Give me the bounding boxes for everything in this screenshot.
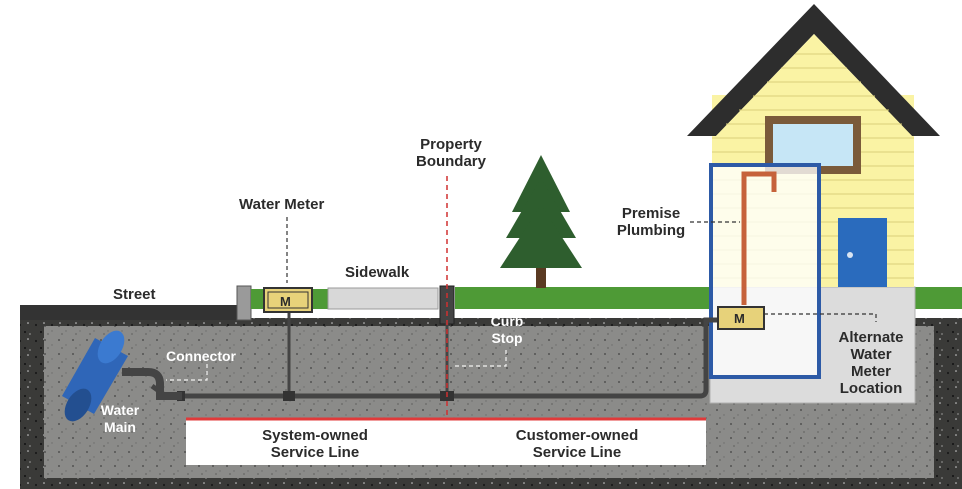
street-surface: [20, 305, 238, 320]
house-door: [838, 218, 887, 287]
curb-stop-label-line2: Stop: [491, 330, 523, 346]
ownership-panel: [186, 418, 706, 465]
premise-plumbing-box: [709, 163, 821, 379]
curb: [236, 285, 252, 321]
alternate-meter-label-line3: Meter: [850, 363, 891, 380]
meter-fitting: [283, 391, 295, 401]
customer-owned-label: Customer-owned Service Line: [462, 427, 692, 461]
window-glass: [773, 124, 853, 166]
alternate-meter-label-line4: Location: [839, 380, 903, 397]
curb-stop-label: Curb Stop: [484, 313, 530, 347]
water-main-pipe: [62, 330, 128, 422]
alternate-meter-label: Alternate Water Meter Location: [830, 329, 912, 397]
water-meter-symbol: M: [280, 294, 291, 309]
house-roof: [687, 4, 940, 136]
sidewalk-label: Sidewalk: [345, 264, 410, 281]
property-boundary-label: Property Boundary: [408, 136, 494, 170]
water-main-label-line1: Water: [100, 402, 140, 418]
alternate-meter-symbol: M: [734, 311, 745, 326]
alternate-meter-box: [717, 306, 765, 330]
connector-pipe: [122, 368, 182, 400]
system-owned-line1: System-owned: [262, 427, 368, 444]
property-boundary-label-line1: Property: [420, 136, 482, 153]
connector-label: Connector: [166, 348, 236, 364]
customer-owned-line2: Service Line: [532, 444, 622, 461]
water-main-label-line2: Main: [104, 419, 136, 435]
service-pipe: [150, 317, 720, 399]
water-meter-label: Water Meter: [239, 196, 325, 213]
tree: [500, 155, 582, 288]
system-owned-label: System-owned Service Line: [200, 427, 430, 461]
leader-lines: [286, 217, 877, 322]
door-knob: [847, 252, 853, 258]
sidewalk-slab: [327, 287, 439, 310]
premise-plumbing-label: Premise Plumbing: [608, 205, 694, 239]
curb-stop-label-line1: Curb: [490, 313, 524, 329]
premise-plumbing-label-line1: Premise: [621, 205, 681, 222]
property-boundary-label-line2: Boundary: [415, 153, 486, 170]
alternate-meter-label-line1: Alternate: [838, 329, 904, 346]
street-label: Street: [113, 286, 156, 303]
water-meter-box: [263, 287, 313, 313]
system-owned-line2: Service Line: [270, 444, 360, 461]
customer-owned-line1: Customer-owned: [515, 427, 639, 444]
leader-lines-light: [166, 350, 507, 381]
premise-pipe: [741, 171, 777, 305]
alternate-meter-label-line2: Water: [850, 346, 892, 363]
premise-plumbing-label-line2: Plumbing: [616, 222, 686, 239]
water-main-label: Water Main: [94, 402, 146, 436]
